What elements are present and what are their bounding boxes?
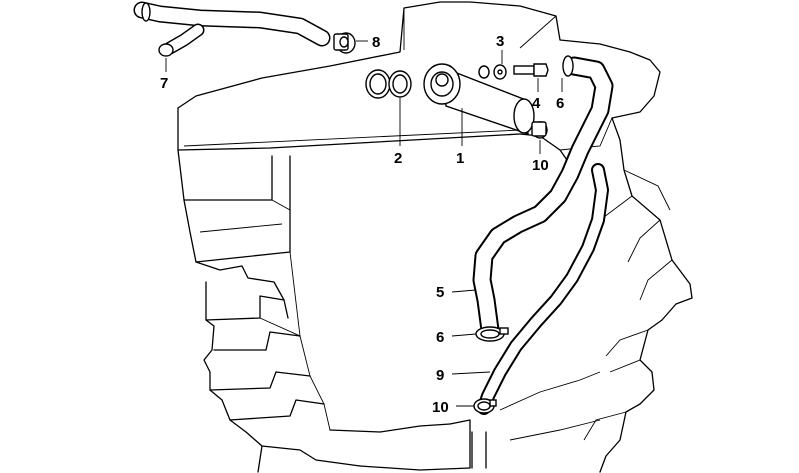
main-vent-hose xyxy=(472,55,614,340)
hose-clamp-10-top xyxy=(531,121,548,139)
callout-2: 2 xyxy=(394,150,402,167)
callout-6-lower: 6 xyxy=(436,329,444,346)
oil-separator-cylinder xyxy=(423,63,535,135)
callout-10-lower: 10 xyxy=(432,399,449,416)
callout-1: 1 xyxy=(456,150,464,167)
callout-9: 9 xyxy=(436,367,444,384)
callout-8: 8 xyxy=(372,34,380,51)
seal-rings xyxy=(365,69,412,99)
hose-clamp-6-lower xyxy=(475,326,509,342)
engine-block-outline xyxy=(177,1,693,473)
callout-10-upper: 10 xyxy=(532,157,549,174)
leader-lines xyxy=(165,40,563,407)
lower-hose xyxy=(477,163,609,415)
callout-6-upper: 6 xyxy=(556,95,564,112)
callout-5: 5 xyxy=(436,284,444,301)
callout-7: 7 xyxy=(160,75,168,92)
callout-4: 4 xyxy=(532,95,541,112)
washer-and-bolt xyxy=(478,63,549,80)
top-breather-hose xyxy=(133,1,331,57)
callout-3: 3 xyxy=(496,33,504,50)
hose-clamp-8 xyxy=(333,32,356,54)
hose-clamp-10-lower xyxy=(473,398,497,414)
